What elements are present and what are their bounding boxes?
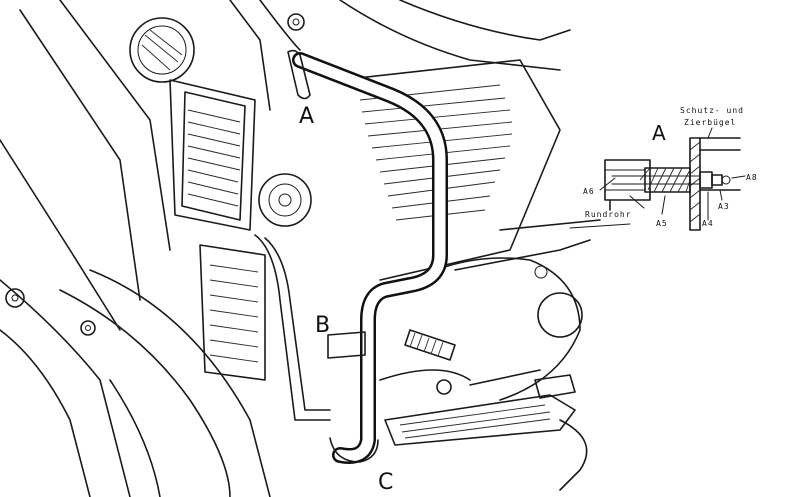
detail-a-drawing: Schutz- und Zierbügel A xyxy=(569,106,746,231)
label-b: B xyxy=(315,313,330,338)
crash-bar-tube xyxy=(287,49,448,464)
callout-a4: A4 xyxy=(702,219,714,228)
callout-a3: A3 xyxy=(718,202,730,211)
callout-a8: A8 xyxy=(746,173,758,182)
motorcycle-outline xyxy=(0,0,601,497)
detail-title-line1: Schutz- und xyxy=(680,106,744,115)
callout-a6: A6 xyxy=(583,187,595,196)
detail-title-line2: Zierbügel xyxy=(684,118,736,127)
label-c: C xyxy=(378,470,393,495)
detail-letter: A xyxy=(652,121,666,145)
label-a: A xyxy=(299,104,314,129)
callout-a5: A5 xyxy=(656,219,668,228)
callout-rundrohr: Rundrohr xyxy=(585,210,632,219)
